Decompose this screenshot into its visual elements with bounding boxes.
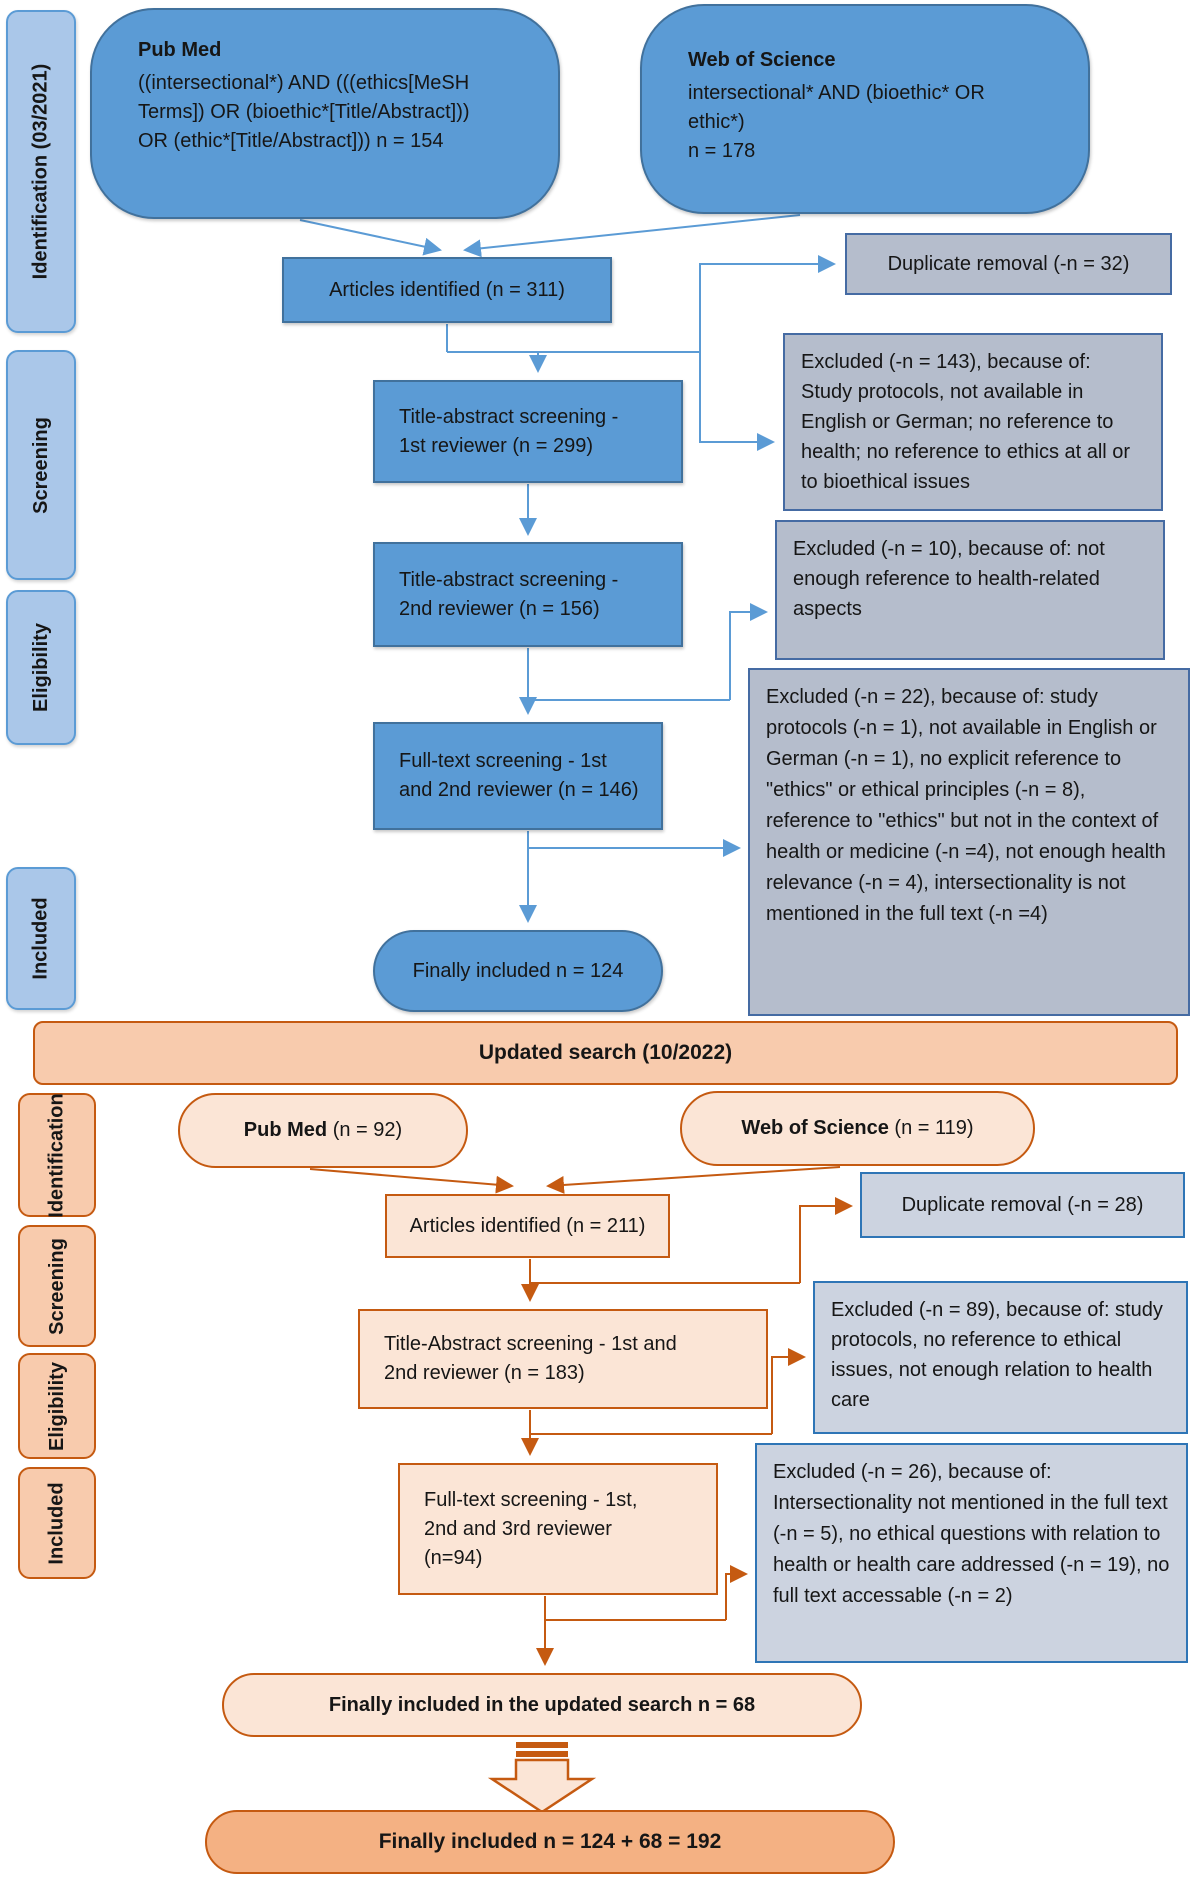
node-articles-identified-2022: Articles identified (n = 211) xyxy=(385,1194,670,1258)
node-excluded-143: Excluded (-n = 143), because of: Study p… xyxy=(783,333,1163,511)
updated-search-arrows xyxy=(309,1166,853,1666)
node-full-text-screening-2021: Full-text screening - 1st and 2nd review… xyxy=(373,722,663,830)
node-finally-included-total-192: Finally included n = 124 + 68 = 192 xyxy=(205,1810,895,1874)
striped-down-arrow xyxy=(487,1742,597,1814)
sidebar-screening-2022-label: Screening xyxy=(45,1237,68,1335)
node-duplicate-removal-2021: Duplicate removal (-n = 32) xyxy=(845,233,1172,295)
sidebar-screening-2021-label: Screening xyxy=(29,416,52,514)
wos-search-query: intersectional* AND (bioethic* OR ethic*… xyxy=(688,82,985,162)
sidebar-included-2021: Included xyxy=(6,867,76,1010)
node-pubmed-search-2021: Pub Med ((intersectional*) AND (((ethics… xyxy=(90,8,560,219)
sidebar-identification-2021: Identification (03/2021) xyxy=(6,10,76,333)
node-excluded-10: Excluded (-n = 10), because of: not enou… xyxy=(775,520,1165,660)
updated-search-banner: Updated search (10/2022) xyxy=(33,1021,1178,1085)
node-articles-identified-2021: Articles identified (n = 311) xyxy=(282,257,612,323)
node-excluded-22: Excluded (-n = 22), because of: study pr… xyxy=(748,668,1190,1016)
node-web-of-science-search-2021: Web of Science intersectional* AND (bioe… xyxy=(640,4,1090,214)
node-finally-included-updated-68: Finally included in the updated search n… xyxy=(222,1673,862,1737)
sidebar-identification-2022: Identification xyxy=(18,1093,96,1217)
wos-2022-count: (n = 119) xyxy=(888,1117,974,1139)
pubmed-search-title: Pub Med xyxy=(138,39,222,61)
sidebar-included-2022: Included xyxy=(18,1467,96,1579)
sidebar-identification-2021-label: Identification (03/2021) xyxy=(29,63,52,280)
sidebar-eligibility-2021-label: Eligibility xyxy=(29,623,52,712)
node-excluded-89: Excluded (-n = 89), because of: study pr… xyxy=(813,1281,1188,1434)
node-pubmed-2022: Pub Med (n = 92) xyxy=(178,1093,468,1168)
node-finally-included-124: Finally included n = 124 xyxy=(373,930,663,1012)
sidebar-included-2021-label: Included xyxy=(29,897,52,980)
node-duplicate-removal-2022: Duplicate removal (-n = 28) xyxy=(860,1172,1185,1238)
node-title-abstract-screening-2022: Title-Abstract screening - 1st and 2nd r… xyxy=(358,1309,768,1409)
pubmed-2022-count: (n = 92) xyxy=(327,1119,403,1141)
sidebar-identification-2022-label: Identification xyxy=(45,1092,68,1218)
sidebar-eligibility-2022: Eligibility xyxy=(18,1353,96,1459)
sidebar-screening-2021: Screening xyxy=(6,350,76,580)
node-web-of-science-2022: Web of Science (n = 119) xyxy=(680,1091,1035,1166)
node-title-abstract-screening-1st: Title-abstract screening - 1st reviewer … xyxy=(373,380,683,483)
sidebar-included-2022-label: Included xyxy=(45,1481,68,1565)
node-title-abstract-screening-2nd: Title-abstract screening - 2nd reviewer … xyxy=(373,542,683,647)
pubmed-2022-title: Pub Med xyxy=(243,1119,328,1141)
node-excluded-26: Excluded (-n = 26), because of: Intersec… xyxy=(755,1443,1188,1663)
initial-search-arrows xyxy=(299,214,836,923)
sidebar-eligibility-2021: Eligibility xyxy=(6,590,76,745)
node-full-text-screening-2022: Full-text screening - 1st, 2nd and 3rd r… xyxy=(398,1463,718,1595)
sidebar-screening-2022: Screening xyxy=(18,1225,96,1347)
sidebar-eligibility-2022-label: Eligibility xyxy=(45,1361,68,1451)
wos-search-title: Web of Science xyxy=(688,49,836,71)
wos-2022-title: Web of Science xyxy=(741,1117,889,1139)
pubmed-search-query: ((intersectional*) AND (((ethics[MeSH Te… xyxy=(138,72,470,152)
